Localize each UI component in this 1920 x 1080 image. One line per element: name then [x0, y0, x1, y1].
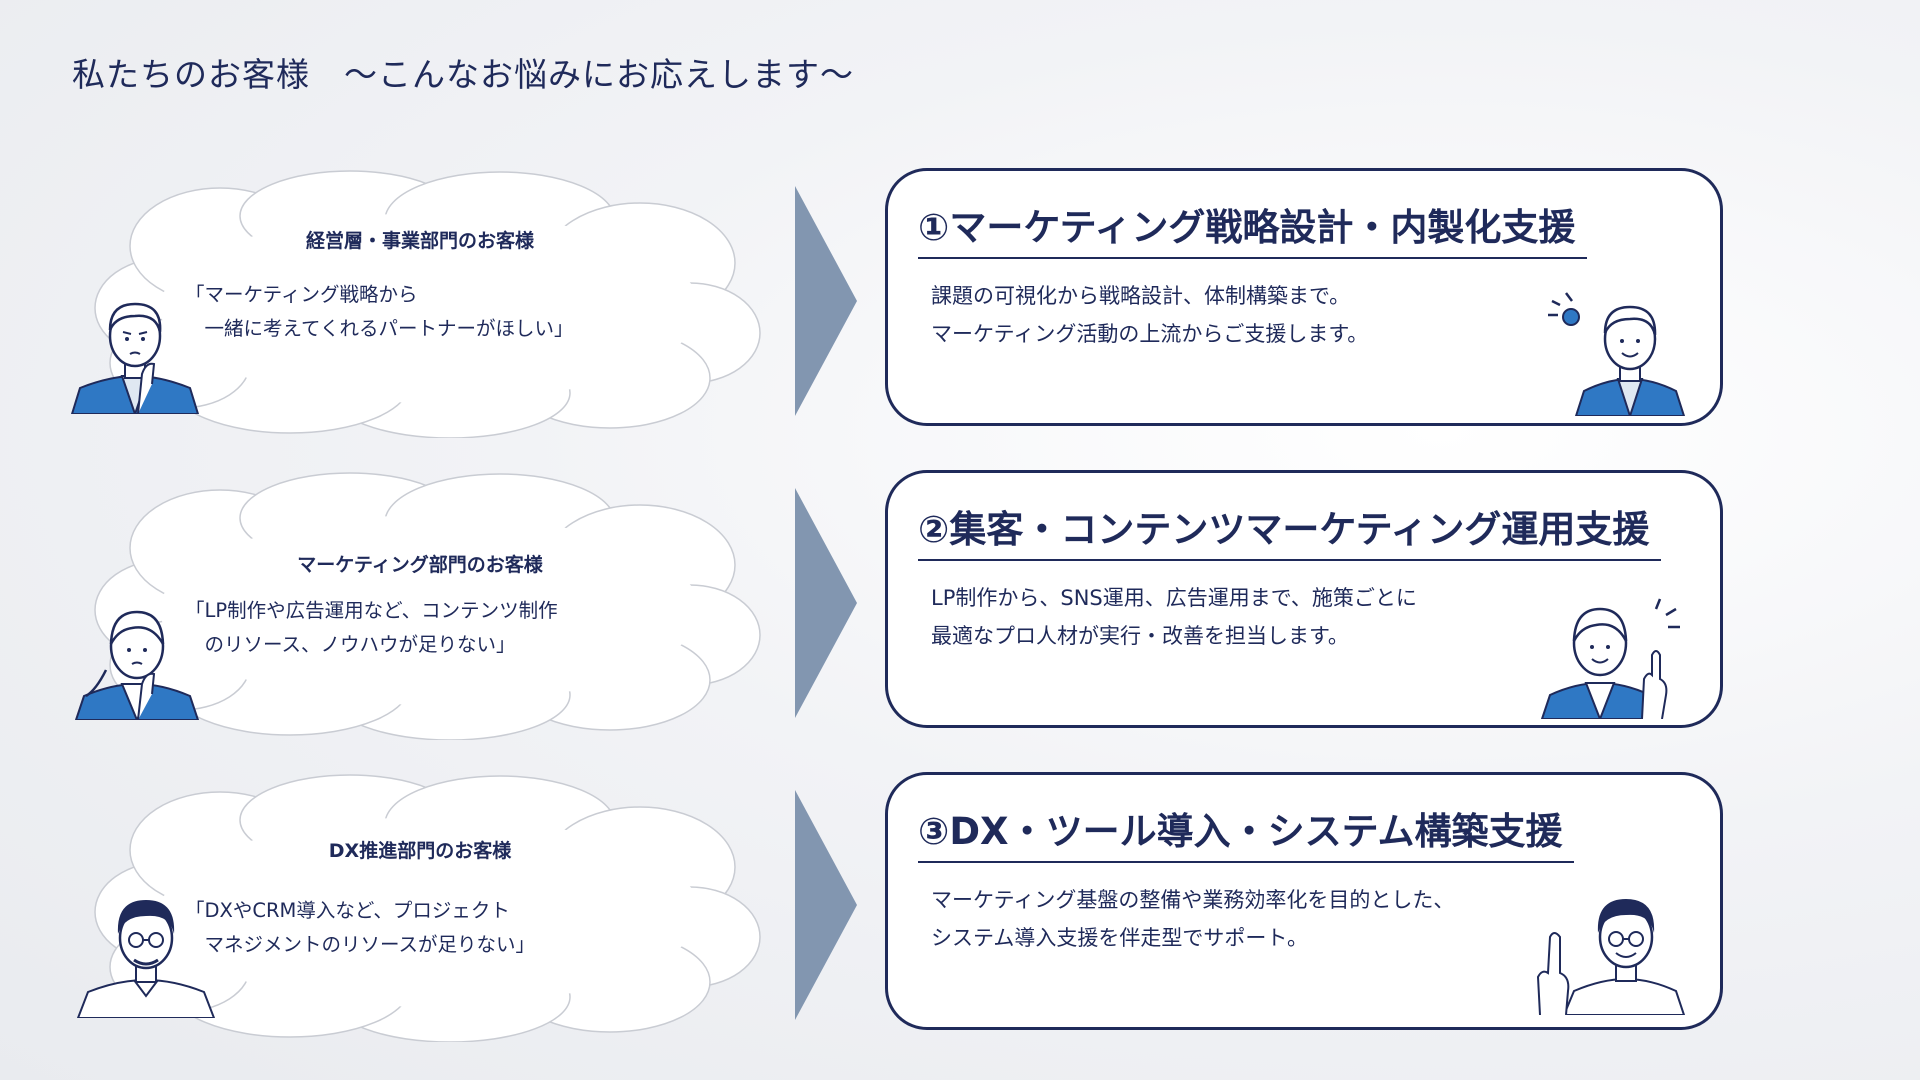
- service-title: ①マーケティング戦略設計・内製化支援: [918, 197, 1588, 259]
- service-title: ②集客・コンテンツマーケティング運用支援: [918, 499, 1662, 561]
- service-card: ②集客・コンテンツマーケティング運用支援 LP制作から、SNS運用、広告運用まで…: [885, 470, 1723, 728]
- service-description: LP制作から、SNS運用、広告運用まで、施策ごとに 最適なプロ人材が実行・改善を…: [931, 586, 1417, 648]
- worried-man-glasses-icon: [76, 900, 216, 1018]
- arrow-right-icon: [795, 186, 857, 416]
- smiling-man-glasses-pointing-icon: [1536, 899, 1686, 1015]
- customer-concern: 「LP制作や広告運用など、コンテンツ制作 のリソース、ノウハウが足りない」: [185, 599, 558, 656]
- row-dx: DX推進部門のお客様 「DXやCRM導入など、プロジェクト マネジメントのリソー…: [0, 772, 1920, 1042]
- arrow-right-icon: [795, 488, 857, 718]
- arrow-right-icon: [795, 790, 857, 1020]
- service-card: ③DX・ツール導入・システム構築支援 マーケティング基盤の整備や業務効率化を目的…: [885, 772, 1723, 1030]
- cloud-shape-icon: [94, 170, 761, 438]
- customer-title: マーケティング部門のお客様: [297, 554, 543, 576]
- service-card: ①マーケティング戦略設計・内製化支援 課題の可視化から戦略設計、体制構築まで。 …: [885, 168, 1723, 426]
- page-title: 私たちのお客様 〜こんなお悩みにお応えします〜: [72, 55, 854, 94]
- service-description: マーケティング基盤の整備や業務効率化を目的とした、 システム導入支援を伴走型でサ…: [931, 888, 1455, 950]
- smiling-man-lightbulb-icon: [1548, 292, 1686, 416]
- speech-cloud: 経営層・事業部門のお客様 「マーケティング戦略から 一緒に考えてくれるパートナー…: [50, 168, 780, 438]
- smiling-woman-pointing-icon: [1540, 598, 1680, 719]
- speech-cloud: マーケティング部門のお客様 「LP制作や広告運用など、コンテンツ制作 のリソース…: [50, 470, 780, 740]
- service-title: ③DX・ツール導入・システム構築支援: [918, 801, 1575, 863]
- customer-title: DX推進部門のお客様: [328, 840, 512, 862]
- customer-title: 経営層・事業部門のお客様: [305, 230, 534, 252]
- customer-concern: 「DXやCRM導入など、プロジェクト マネジメントのリソースが足りない」: [185, 899, 536, 956]
- thinking-man-icon: [70, 302, 200, 414]
- speech-cloud: DX推進部門のお客様 「DXやCRM導入など、プロジェクト マネジメントのリソー…: [50, 772, 780, 1042]
- cloud-shape-icon: [94, 472, 761, 740]
- customer-concern: 「マーケティング戦略から 一緒に考えてくれるパートナーがほしい」: [185, 283, 574, 340]
- row-marketing: マーケティング部門のお客様 「LP制作や広告運用など、コンテンツ制作 のリソース…: [0, 470, 1920, 740]
- worried-woman-icon: [74, 610, 200, 720]
- service-description: 課題の可視化から戦略設計、体制構築まで。 マーケティング活動の上流からご支援しま…: [931, 284, 1369, 346]
- cloud-shape-icon: [94, 774, 761, 1042]
- row-executive: 経営層・事業部門のお客様 「マーケティング戦略から 一緒に考えてくれるパートナー…: [0, 168, 1920, 438]
